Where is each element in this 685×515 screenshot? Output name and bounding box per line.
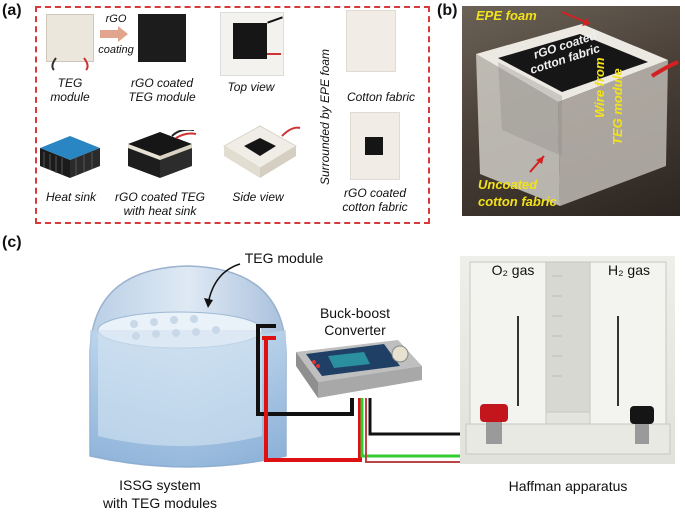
teg-module-label-c: TEG module bbox=[244, 250, 324, 266]
caption-rgo-teg-2: TEG module bbox=[128, 90, 196, 104]
panel-b-photo bbox=[462, 6, 680, 216]
o2-gas-label: O₂ gas bbox=[491, 262, 535, 278]
caption-cotton-fabric: Cotton fabric bbox=[346, 90, 416, 104]
haffman-apparatus-photo bbox=[460, 256, 675, 464]
teg-wires bbox=[51, 57, 89, 71]
rgo-teg-heat-sink-photo bbox=[128, 130, 197, 178]
caption-rgo-cotton-2: cotton fabric bbox=[342, 200, 408, 214]
side-view-photo bbox=[223, 125, 301, 178]
panel-a-frame bbox=[35, 6, 430, 224]
arrow-label-rgo: rGO bbox=[105, 13, 127, 25]
epe-foam-label: EPE foam bbox=[476, 8, 537, 23]
buck-boost-converter-device bbox=[296, 340, 422, 398]
panel-b-label: (b) bbox=[437, 2, 458, 19]
caption-teg-module-2: module bbox=[50, 90, 90, 104]
haffman-label: Haffman apparatus bbox=[508, 478, 628, 494]
top-view-photo bbox=[220, 12, 284, 76]
buck-boost-label-2: Converter bbox=[324, 322, 386, 338]
panel-c-label: (c) bbox=[2, 234, 22, 251]
caption-rgo-cotton-1: rGO coated bbox=[343, 186, 407, 200]
issg-label-1: ISSG system bbox=[119, 477, 201, 493]
buck-boost-label-1: Buck-boost bbox=[319, 305, 391, 321]
h2-gas-label: H₂ gas bbox=[607, 262, 650, 278]
issg-system-illustration bbox=[89, 265, 287, 468]
uncoated-label-2: cotton fabric bbox=[478, 194, 557, 209]
rgo-cotton-fabric-photo bbox=[350, 112, 400, 180]
panel-a-label: (a) bbox=[2, 2, 22, 19]
issg-label-2: with TEG modules bbox=[102, 495, 218, 511]
caption-heat-sink: Heat sink bbox=[45, 190, 97, 204]
uncoated-label-1: Uncoated bbox=[478, 177, 538, 192]
cotton-fabric-photo bbox=[346, 10, 396, 72]
teg-pointer-arrow-icon bbox=[204, 263, 241, 308]
caption-rgo-teg-sink-2: with heat sink bbox=[123, 204, 197, 218]
caption-top-view: Top view bbox=[227, 80, 275, 94]
coating-arrow-icon bbox=[100, 26, 128, 42]
rgo-coated-teg-photo bbox=[138, 14, 186, 62]
teg-module-photo bbox=[46, 14, 94, 62]
caption-side-view: Side view bbox=[232, 190, 284, 204]
arrow-label-coating: coating bbox=[98, 44, 134, 56]
heat-sink-photo bbox=[40, 136, 100, 178]
caption-rgo-teg-1: rGO coated bbox=[130, 76, 194, 90]
caption-rgo-teg-sink-1: rGO coated TEG bbox=[114, 190, 206, 204]
caption-teg-module-1: TEG bbox=[57, 76, 83, 90]
